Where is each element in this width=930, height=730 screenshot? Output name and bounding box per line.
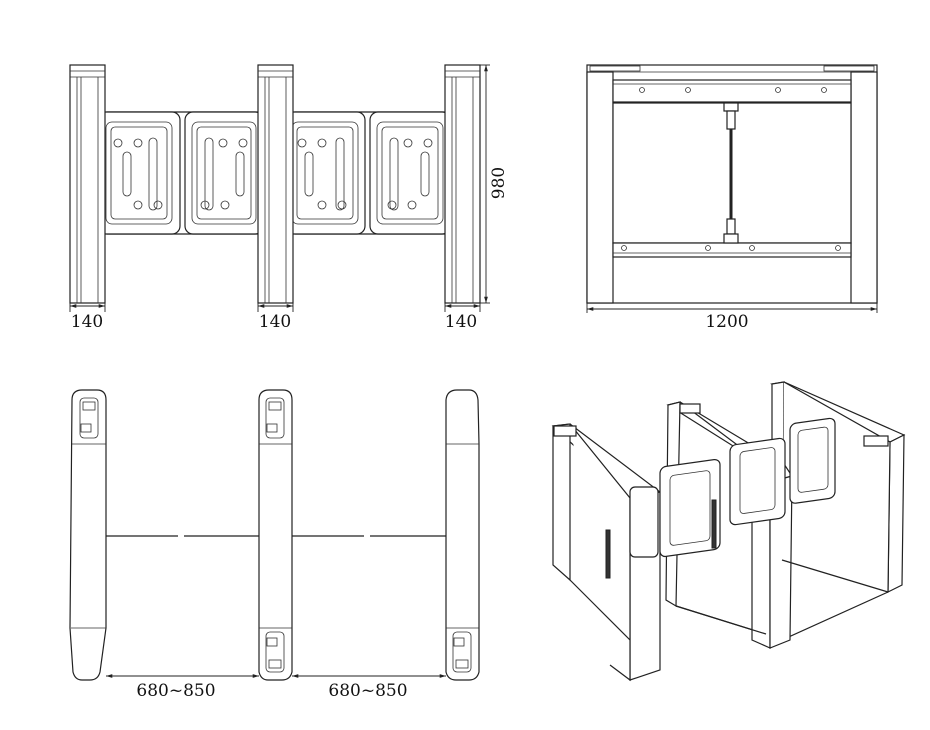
front-pillar-middle (257, 64, 294, 304)
top-view: 680~850 680~850 (69, 389, 480, 701)
side-leg-left (586, 71, 614, 304)
dim-passage-width-right: 680~850 (328, 681, 407, 701)
dim-passage-width-left: 680~850 (136, 681, 215, 701)
iso-wings (629, 417, 836, 558)
dim-pillar-width-left: 140 (71, 312, 103, 332)
wing-inserts (97, 111, 451, 235)
side-leg-right (850, 71, 878, 304)
front-pillars (69, 64, 481, 304)
isometric-view (551, 381, 906, 682)
dim-side-width: 1200 (705, 312, 748, 332)
front-pillar-right (444, 64, 481, 304)
top-pillar-middle (258, 389, 293, 681)
front-dimensions (69, 64, 490, 312)
iso-rails (569, 499, 889, 641)
top-pillar-right (445, 389, 480, 681)
side-view: 1200 (586, 64, 878, 332)
dim-pillar-width-middle: 140 (259, 312, 291, 332)
front-pillar-left (69, 64, 106, 304)
dim-pillar-width-right: 140 (445, 312, 477, 332)
dim-height: 980 (489, 167, 509, 199)
top-pillar-left (69, 389, 107, 681)
front-view: 140 140 140 980 (69, 64, 509, 332)
